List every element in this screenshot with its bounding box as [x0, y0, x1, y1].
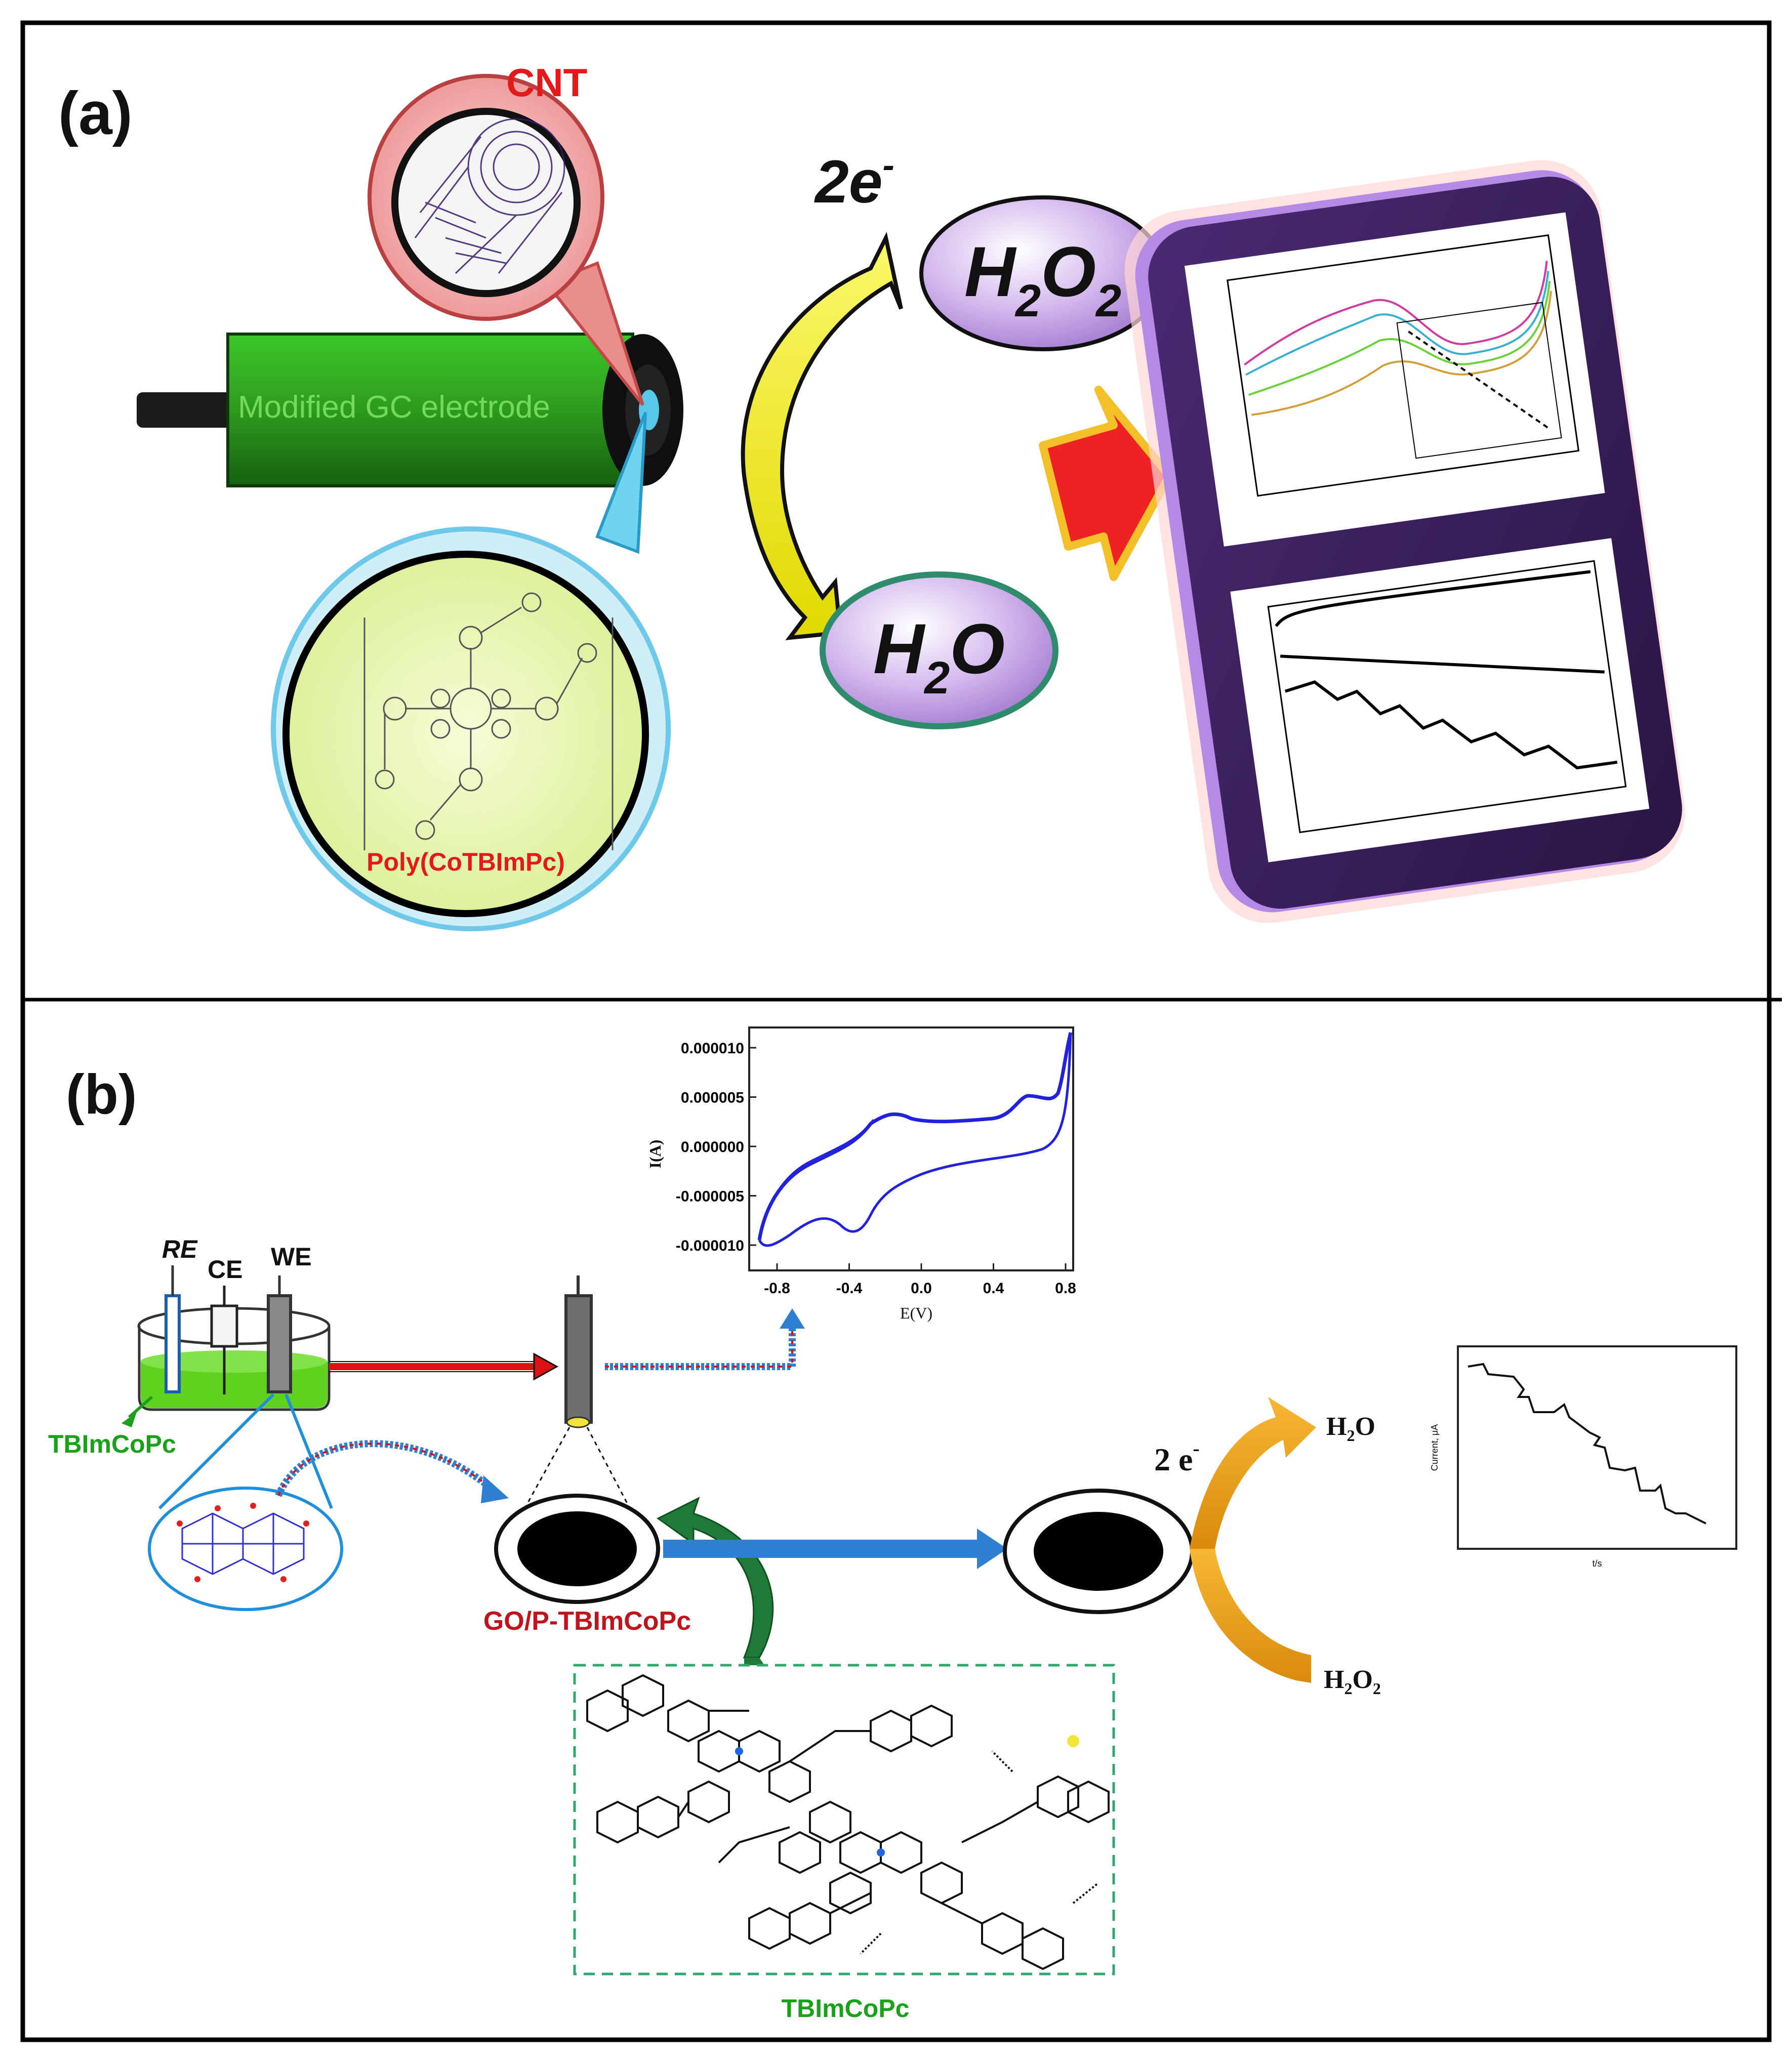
cv-x-tick-label: 0.4: [983, 1280, 1004, 1297]
graphene-oxide-icon: [181, 1512, 305, 1575]
nanotube-icon: [414, 118, 565, 274]
panel-a-label: (a): [58, 79, 133, 147]
cv-x-tick-label: -0.8: [764, 1280, 790, 1297]
composite-label: GO/P-TBImCoPc: [483, 1607, 691, 1636]
amp-y-label: Current, μA: [1430, 1424, 1440, 1471]
ce-label: CE: [208, 1255, 242, 1284]
go-sheet-zoom: [148, 1393, 343, 1611]
panel-b-label: (b): [66, 1063, 137, 1126]
cv-y-tick-label: 0.000010: [681, 1040, 744, 1057]
polymer-callout: Poly(CoTBImPc): [271, 411, 671, 931]
cnt-callout: CNT: [368, 60, 644, 406]
orange-arrow-to-h2o2: [1190, 1549, 1311, 1683]
gc-electrode: Modified GC electrode: [137, 333, 683, 487]
device-screen-bottom: [1230, 538, 1650, 862]
cnt-label: CNT: [506, 60, 587, 105]
h2o-label-b: H2O: [1326, 1412, 1375, 1445]
panel-b: (b) RE CE WE TBImCoPc: [48, 1026, 1737, 2023]
cv-y-label: I(A): [646, 1140, 664, 1169]
counter-electrode: [210, 1304, 238, 1348]
blue-double-arrow: [663, 1529, 1007, 1569]
polymer-structure-icon: [363, 592, 614, 850]
h2o2-label-b: H2O2: [1324, 1665, 1381, 1698]
cv-y-tick-label: -0.000005: [676, 1188, 744, 1205]
molecule-caption: TBImCoPc: [782, 1994, 910, 2023]
product-h2o2-bubble: H2O2: [919, 195, 1166, 351]
solution-label: TBImCoPc: [48, 1430, 176, 1458]
electrode-to-cv-arrow: [605, 1326, 796, 1370]
device-screen-top: [1184, 212, 1605, 547]
molecule-box: [573, 1664, 1115, 1975]
cv-x-tick-label: 0.8: [1055, 1280, 1076, 1297]
polymer-label: Poly(CoTBImPc): [366, 848, 565, 876]
amp-x-label: t/s: [1592, 1558, 1602, 1569]
red-result-arrow: [1039, 386, 1173, 581]
cv-y-ticks: 0.000010 0.000005 0.000000 -0.000005 -0.0000…: [676, 1040, 756, 1254]
cv-y-tick-label: 0.000000: [681, 1139, 744, 1156]
electrochemical-cell: RE CE WE TBImCoPc: [48, 1235, 331, 1458]
cv-plot: I(A) E(V) 0.000010 0.000005 0.000000 -0.000…: [646, 1026, 1076, 1322]
h2o2-label-a: H2O2: [964, 232, 1121, 326]
composite-disk: GO/P-TBImCoPc: [483, 1494, 691, 1636]
cv-y-tick-label: -0.000010: [676, 1238, 744, 1254]
electron-label-b: 2 e-: [1154, 1437, 1200, 1477]
figure-border: [20, 20, 1772, 2042]
amp-staircase: [1468, 1363, 1706, 1525]
modified-electrode: [515, 1275, 639, 1524]
product-h2o-bubble: H2O: [820, 571, 1058, 729]
results-device: [1124, 160, 1685, 923]
electron-label-a: 2e-: [814, 145, 894, 216]
electrode-label: Modified GC electrode: [238, 390, 550, 425]
molecule-to-disk-arrow: [657, 1497, 774, 1659]
go-to-electrode-arrow: [275, 1440, 496, 1497]
re-label: RE: [162, 1235, 198, 1263]
tbimcopc-structure-icon: [586, 1674, 1110, 1970]
reaction-arrow-yellow: [741, 232, 903, 640]
cv-y-tick-label: 0.000005: [681, 1090, 744, 1106]
orange-arrow-to-h2o: [1190, 1397, 1316, 1549]
cv-x-tick-label: -0.4: [836, 1280, 863, 1297]
reference-electrode: [165, 1294, 181, 1393]
cv-x-tick-label: 0.0: [911, 1280, 932, 1297]
cv-curve: [757, 1032, 1073, 1247]
working-electrode: [267, 1294, 292, 1393]
sensor-disk: [1003, 1489, 1194, 1614]
we-label: WE: [271, 1243, 312, 1271]
h2o-label-a: H2O: [873, 609, 1005, 704]
amperometry-plot: Current, μA t/s: [1430, 1345, 1737, 1569]
cv-x-label: E(V): [900, 1304, 932, 1322]
panel-a: (a) Modified GC electrode CNT: [58, 60, 1685, 931]
cv-x-ticks: -0.8 -0.4 0.0 0.4 0.8: [764, 1263, 1076, 1297]
